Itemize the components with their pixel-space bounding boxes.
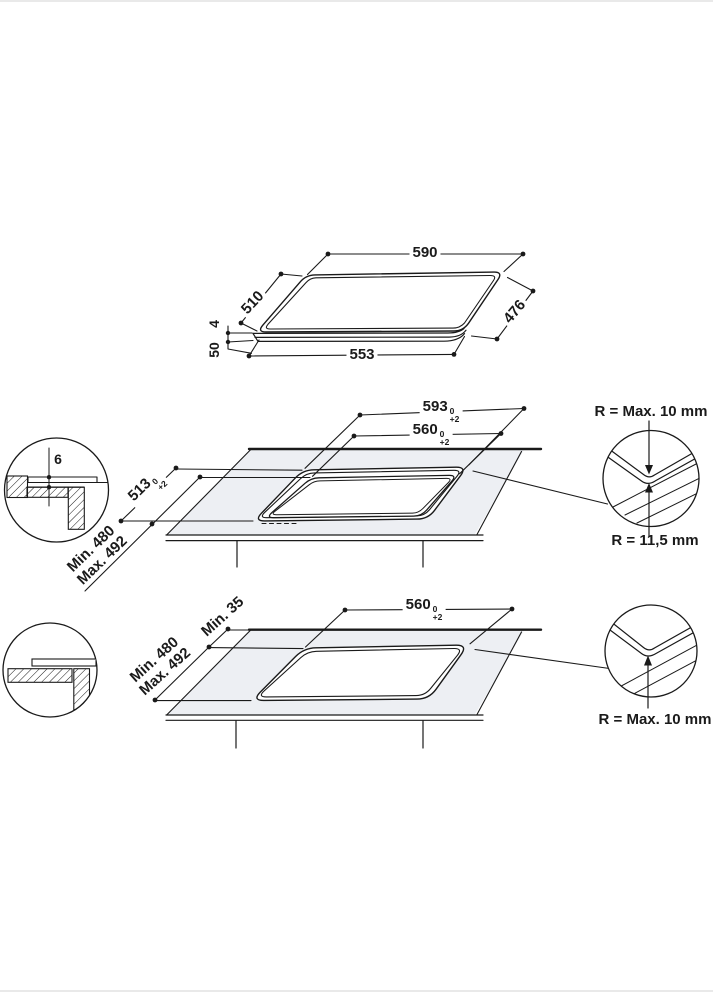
- surface-install-drawing: [152, 606, 611, 749]
- corner-radius-label-max10-flush: R = Max. 10 mm: [594, 403, 708, 420]
- dimension-dots: [225, 251, 536, 359]
- dimension-value: 560: [412, 421, 438, 438]
- surface-corner-detail-circle: [604, 604, 698, 709]
- tolerance-upper: 0: [439, 429, 445, 439]
- tolerance-lower: +2: [449, 413, 460, 424]
- tolerance-lower: +2: [432, 611, 443, 622]
- top-view-drawing: [225, 251, 536, 359]
- scan-edge-bottom: [0, 990, 713, 992]
- dimension-label-body-height: 50: [206, 342, 222, 358]
- flush-corner-detail-circle: [602, 420, 700, 537]
- flush-install-drawing: [84, 406, 609, 592]
- dimension-label-glass-thickness: 4: [206, 320, 222, 328]
- dimension-value: 560: [405, 596, 431, 613]
- corner-radius-label-11-5: R = 11,5 mm: [611, 532, 699, 549]
- dimension-label-553: 553: [346, 347, 378, 363]
- tolerance-stack: 0+2: [432, 604, 443, 622]
- recess-thickness-label: 6: [54, 451, 62, 467]
- dimension-value: 593: [422, 398, 448, 415]
- tolerance-stack: 0+2: [439, 429, 450, 447]
- tolerance-upper: 0: [432, 604, 438, 614]
- dimension-label-590: 590: [409, 245, 441, 261]
- surface-edge-detail-circle: [2, 622, 98, 718]
- corner-radius-label-max10-surface: R = Max. 10 mm: [598, 711, 712, 728]
- tolerance-lower: +2: [439, 436, 450, 447]
- tolerance-stack: 0+2: [449, 406, 460, 424]
- scan-edge-top: [0, 0, 713, 2]
- flush-recess-detail-circle: [3, 437, 110, 543]
- tolerance-upper: 0: [449, 406, 455, 416]
